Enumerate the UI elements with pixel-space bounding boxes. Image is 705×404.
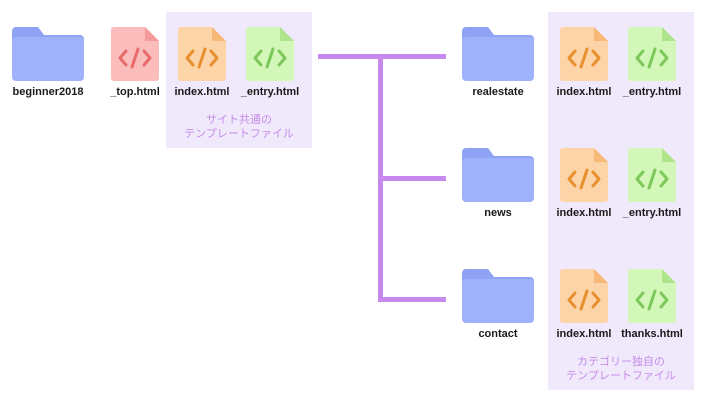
news-file-entry[interactable]: _entry.html bbox=[612, 148, 692, 220]
shared-file-index-label: index.html bbox=[174, 86, 230, 98]
code-file-icon bbox=[628, 148, 676, 202]
code-file-icon bbox=[246, 27, 294, 81]
category-folder-realestate[interactable]: realestate bbox=[458, 27, 538, 99]
code-file-icon bbox=[628, 27, 676, 81]
category-folder-news[interactable]: news bbox=[458, 148, 538, 220]
file-label: index.html bbox=[556, 86, 612, 98]
file-label: _entry.html bbox=[622, 86, 682, 98]
code-file-icon bbox=[560, 148, 608, 202]
folder-icon bbox=[462, 27, 534, 81]
code-file-icon bbox=[178, 27, 226, 81]
category-folder-label: contact bbox=[478, 328, 518, 340]
contact-file-index[interactable]: index.html bbox=[544, 269, 624, 341]
folder-icon bbox=[12, 27, 84, 81]
file-label: thanks.html bbox=[621, 328, 683, 340]
code-file-icon bbox=[111, 27, 159, 81]
code-file-icon bbox=[560, 27, 608, 81]
code-file-icon bbox=[628, 269, 676, 323]
contact-file-thanks[interactable]: thanks.html bbox=[612, 269, 692, 341]
category-folder-label: news bbox=[484, 207, 512, 219]
shared-file-entry[interactable]: _entry.html bbox=[230, 27, 310, 99]
file-label: _entry.html bbox=[622, 207, 682, 219]
news-file-index[interactable]: index.html bbox=[544, 148, 624, 220]
code-file-icon bbox=[560, 269, 608, 323]
folder-icon bbox=[462, 269, 534, 323]
connector-branch-contact bbox=[378, 297, 446, 302]
shared-file-entry-label: _entry.html bbox=[240, 86, 300, 98]
folder-icon bbox=[462, 148, 534, 202]
top-file-label: _top.html bbox=[110, 86, 160, 98]
file-label: index.html bbox=[556, 328, 612, 340]
shared-templates-caption: サイト共通の テンプレートファイル bbox=[184, 114, 294, 140]
connector-branch-news bbox=[378, 176, 446, 181]
category-folder-label: realestate bbox=[472, 86, 524, 98]
category-templates-caption: カテゴリー独自の テンプレートファイル bbox=[566, 356, 676, 382]
shared-file-index[interactable]: index.html bbox=[162, 27, 242, 99]
file-label: index.html bbox=[556, 207, 612, 219]
root-folder[interactable]: beginner2018 bbox=[8, 27, 88, 99]
realestate-file-index[interactable]: index.html bbox=[544, 27, 624, 99]
realestate-file-entry[interactable]: _entry.html bbox=[612, 27, 692, 99]
root-folder-label: beginner2018 bbox=[12, 86, 84, 98]
top-file[interactable]: _top.html bbox=[95, 27, 175, 99]
category-folder-contact[interactable]: contact bbox=[458, 269, 538, 341]
